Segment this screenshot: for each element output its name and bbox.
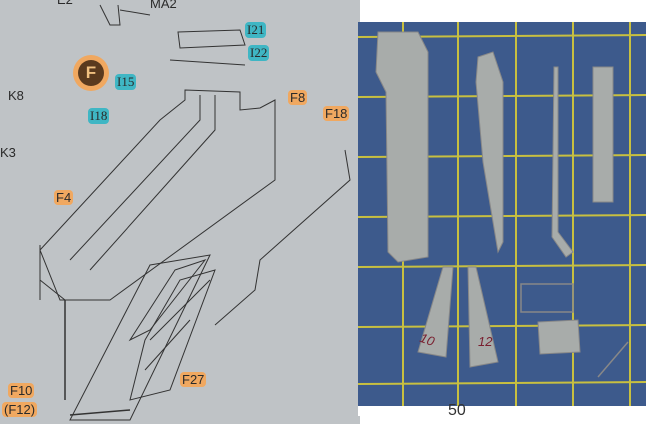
part-mark-12: 12 [478,334,493,349]
diagram-linework [39,4,351,421]
label-k3: K3 [0,145,16,160]
label-f27: F27 [180,372,207,387]
photo-drawing [358,22,646,416]
label-f10: F10 [8,383,35,398]
label-e2: E2 [55,0,75,7]
instruction-diagram: F E2 MA2 I21 I22 I15 K8 I18 F8 F18 K3 F4… [0,0,360,424]
label-f12: (F12) [2,402,38,417]
label-f8: F8 [288,90,308,105]
ruler-number: 50 [448,402,466,419]
label-ma2: MA2 [150,0,177,11]
label-i22: I22 [248,45,270,61]
step-badge: F [78,60,104,86]
label-i15: I15 [115,74,137,90]
label-k8: K8 [8,88,24,103]
label-f4: F4 [54,190,74,205]
label-f18: F18 [323,106,350,121]
label-i21: I21 [245,22,267,38]
label-i18: I18 [88,108,110,124]
parts-photo: 10 12 50 [358,22,646,419]
